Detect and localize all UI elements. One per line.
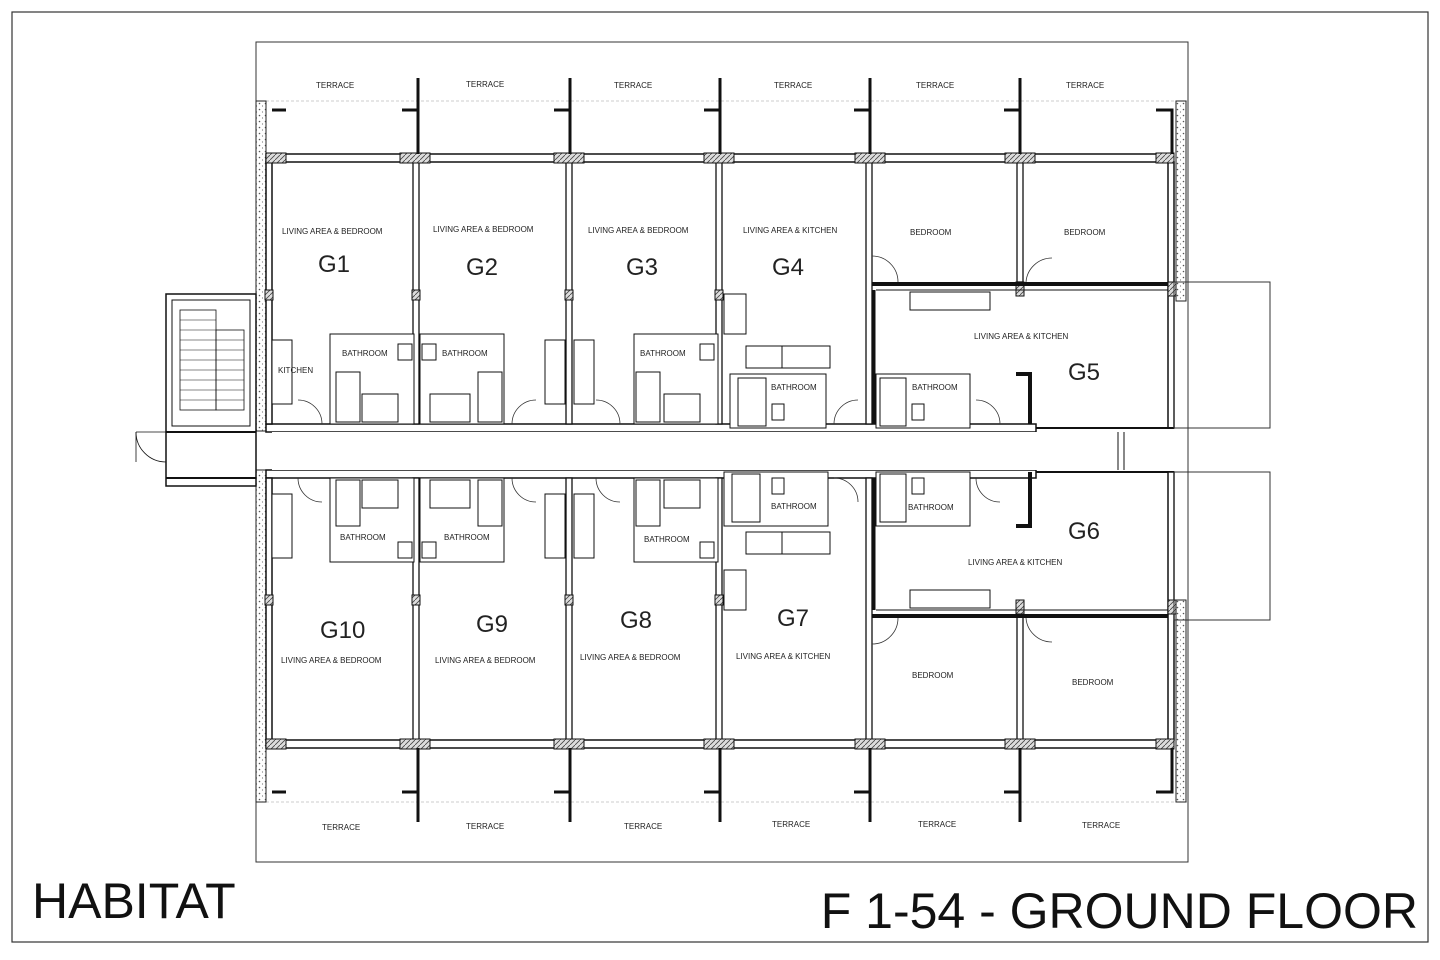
bedroom-label: BEDROOM — [912, 671, 954, 680]
room-label: LIVING AREA & BEDROOM — [435, 656, 536, 665]
room-label: LIVING AREA & KITCHEN — [968, 558, 1062, 567]
room-label: LIVING AREA & BEDROOM — [282, 227, 383, 236]
unit-number: G6 — [1068, 518, 1100, 545]
bedroom-label: BEDROOM — [1072, 678, 1114, 687]
room-label: LIVING AREA & KITCHEN — [974, 332, 1068, 341]
terrace-label: TERRACE — [322, 823, 360, 832]
room-label: LIVING AREA & KITCHEN — [743, 226, 837, 235]
unit-g7: G7 LIVING AREA & KITCHEN — [736, 605, 830, 661]
kitchen-label: KITCHEN — [278, 366, 313, 375]
terrace-label: TERRACE — [1082, 821, 1120, 830]
terrace-label: TERRACE — [466, 822, 504, 831]
unit-number: G3 — [626, 254, 658, 281]
unit-g2: LIVING AREA & BEDROOM G2 — [433, 225, 534, 281]
terrace-label: TERRACE — [772, 820, 810, 829]
bathroom-label: BATHROOM — [771, 502, 817, 511]
terrace-label: TERRACE — [774, 81, 812, 90]
end-wall-left-bottom — [255, 469, 267, 803]
end-wall-left-top — [255, 100, 267, 432]
unit-number: G4 — [772, 254, 804, 281]
bottom-bathroom-fixtures — [329, 471, 971, 563]
unit-g3: LIVING AREA & BEDROOM G3 — [588, 226, 689, 281]
staircase — [135, 293, 257, 487]
unit-g8: G8 LIVING AREA & BEDROOM — [580, 607, 681, 662]
bathroom-label: BATHROOM — [442, 349, 488, 358]
unit-number: G9 — [476, 611, 508, 638]
room-label: LIVING AREA & BEDROOM — [588, 226, 689, 235]
unit-g5: BEDROOM BEDROOM LIVING AREA & KITCHEN G5 — [910, 228, 1106, 386]
unit-number: G1 — [318, 251, 350, 278]
side-balconies — [1173, 281, 1271, 621]
terrace-label: TERRACE — [624, 822, 662, 831]
end-wall-right-top — [1175, 100, 1187, 302]
terrace-label: TERRACE — [916, 81, 954, 90]
unit-number: G8 — [620, 607, 652, 634]
bathroom-label: BATHROOM — [444, 533, 490, 542]
room-label: LIVING AREA & BEDROOM — [281, 656, 382, 665]
bathroom-label: BATHROOM — [771, 383, 817, 392]
unit-number: G2 — [466, 254, 498, 281]
unit-number: G7 — [777, 605, 809, 632]
door-swings — [297, 255, 1053, 645]
top-bathroom-fixtures — [329, 333, 971, 429]
terrace-label: TERRACE — [614, 81, 652, 90]
unit-g4: LIVING AREA & KITCHEN G4 — [743, 226, 837, 281]
bathroom-label: BATHROOM — [908, 503, 954, 512]
room-label: LIVING AREA & BEDROOM — [580, 653, 681, 662]
drawing-title: F 1-54 - GROUND FLOOR — [820, 883, 1418, 939]
corridor — [272, 432, 1122, 470]
project-name: HABITAT — [32, 873, 236, 929]
top-kitchen-fixtures — [271, 289, 1168, 405]
unit-g10: G10 LIVING AREA & BEDROOM — [281, 617, 382, 665]
bottom-kitchen-fixtures — [271, 493, 1168, 611]
bathroom-label: BATHROOM — [340, 533, 386, 542]
bathroom-label: BATHROOM — [342, 349, 388, 358]
terrace-label: TERRACE — [466, 80, 504, 89]
terrace-label: TERRACE — [316, 81, 354, 90]
unit-number: G5 — [1068, 359, 1100, 386]
bedroom-label: BEDROOM — [910, 228, 952, 237]
unit-number: G10 — [320, 617, 365, 644]
unit-g1: LIVING AREA & BEDROOM G1 — [282, 227, 383, 278]
terrace-label: TERRACE — [1066, 81, 1104, 90]
bathroom-label: BATHROOM — [644, 535, 690, 544]
room-label: LIVING AREA & KITCHEN — [736, 652, 830, 661]
bedroom-label: BEDROOM — [1064, 228, 1106, 237]
unit-g6: G6 LIVING AREA & KITCHEN BEDROOM BEDROOM — [912, 518, 1114, 687]
bathroom-label: BATHROOM — [912, 383, 958, 392]
unit-g9: G9 LIVING AREA & BEDROOM — [435, 611, 536, 665]
room-label: LIVING AREA & BEDROOM — [433, 225, 534, 234]
drawing-frame — [11, 11, 1429, 943]
terrace-label: TERRACE — [918, 820, 956, 829]
terrace-labels: TERRACE TERRACE TERRACE TERRACE TERRACE … — [316, 80, 1120, 832]
terrace-dividers — [272, 78, 1174, 822]
end-wall-right-bottom — [1175, 599, 1187, 803]
bathroom-label: BATHROOM — [640, 349, 686, 358]
g5-g6-partitions — [872, 282, 1168, 618]
